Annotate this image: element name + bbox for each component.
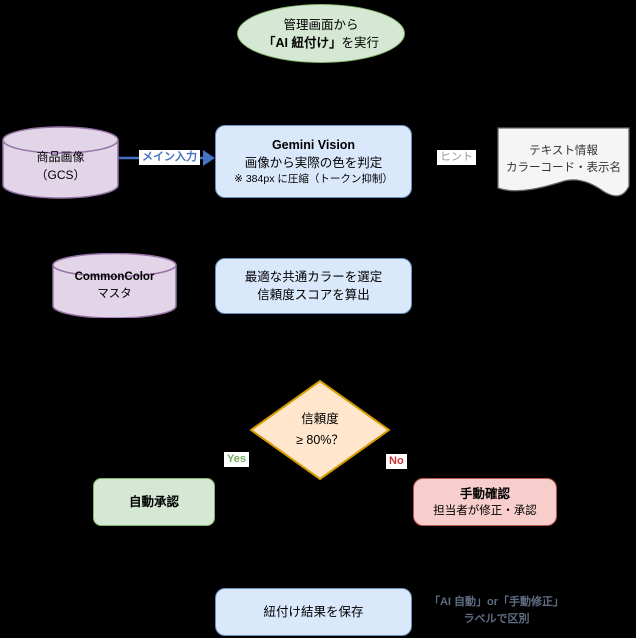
cylinder-shape [2,126,119,199]
confidence-line2: ≥ 80%？ [296,433,344,447]
product-image-label: 商品画像 （GCS） [2,148,119,184]
common-color-label: CommonColor マスタ [52,269,177,303]
manual-check-line2: 担当者が修正・承認 [433,505,537,517]
text-info-label: テキスト情報 カラーコード・表示名 [497,143,630,177]
save-note: 「AI 自動」or「手動修正」 ラベルで区別 [414,594,579,628]
gemini-note: ※ 384px に圧縮（トークン抑制） [234,173,393,185]
gemini-line2: 画像から実際の色を判定 [244,156,383,170]
start-terminator: 管理画面から 「AI 紐付け」を実行 [237,4,405,63]
save-result-label: 紐付け結果を保存 [263,605,364,619]
confidence-line1: 信頼度 [301,412,339,426]
gemini-title: Gemini Vision [271,138,356,152]
confidence-label: 信頼度 ≥ 80%？ [250,380,390,480]
manual-check-title: 手動確認 [459,487,510,501]
save-note-line1: 「AI 自動」or「手動修正」 [428,596,565,608]
auto-approve-label: 自動承認 [128,495,179,509]
start-line2-rest: を実行 [341,35,379,50]
common-color-datastore: CommonColor マスタ [52,253,177,318]
main-input-edge-label: メイン入力 [139,150,200,165]
manual-check-node: 手動確認 担当者が修正・承認 [413,478,557,526]
save-note-line2: ラベルで区別 [463,613,530,625]
product-image-line1: 商品画像 [36,150,85,164]
gemini-vision-process: Gemini Vision 画像から実際の色を判定 ※ 384px に圧縮（トー… [215,125,412,198]
product-image-datastore: 商品画像 （GCS） [2,126,119,199]
yes-edge-label: Yes [224,452,249,467]
start-line2: 「AI 紐付け」を実行 [263,34,379,52]
no-edge-label: No [386,454,407,469]
start-line1: 管理画面から [283,17,359,32]
confidence-decision: 信頼度 ≥ 80%？ [250,380,390,480]
text-info-document: テキスト情報 カラーコード・表示名 [497,127,630,199]
select-color-line2: 信頼度スコアを算出 [257,288,370,302]
select-color-line1: 最適な共通カラーを選定 [244,270,383,284]
select-color-process: 最適な共通カラーを選定 信頼度スコアを算出 [215,258,412,314]
auto-approve-node: 自動承認 [93,478,215,526]
text-info-line1: テキスト情報 [529,145,598,157]
save-result-node: 紐付け結果を保存 [215,588,412,636]
cylinder-shape [52,253,177,318]
common-color-line2: マスタ [97,288,132,300]
text-info-line2: カラーコード・表示名 [506,162,621,174]
product-image-line2: （GCS） [35,168,86,182]
start-line2-em: 「AI 紐付け」 [263,35,342,50]
document-shape [497,127,630,197]
diamond-shape [250,380,390,480]
hint-edge-label: ヒント [437,150,476,165]
common-color-line1: CommonColor [74,271,155,283]
